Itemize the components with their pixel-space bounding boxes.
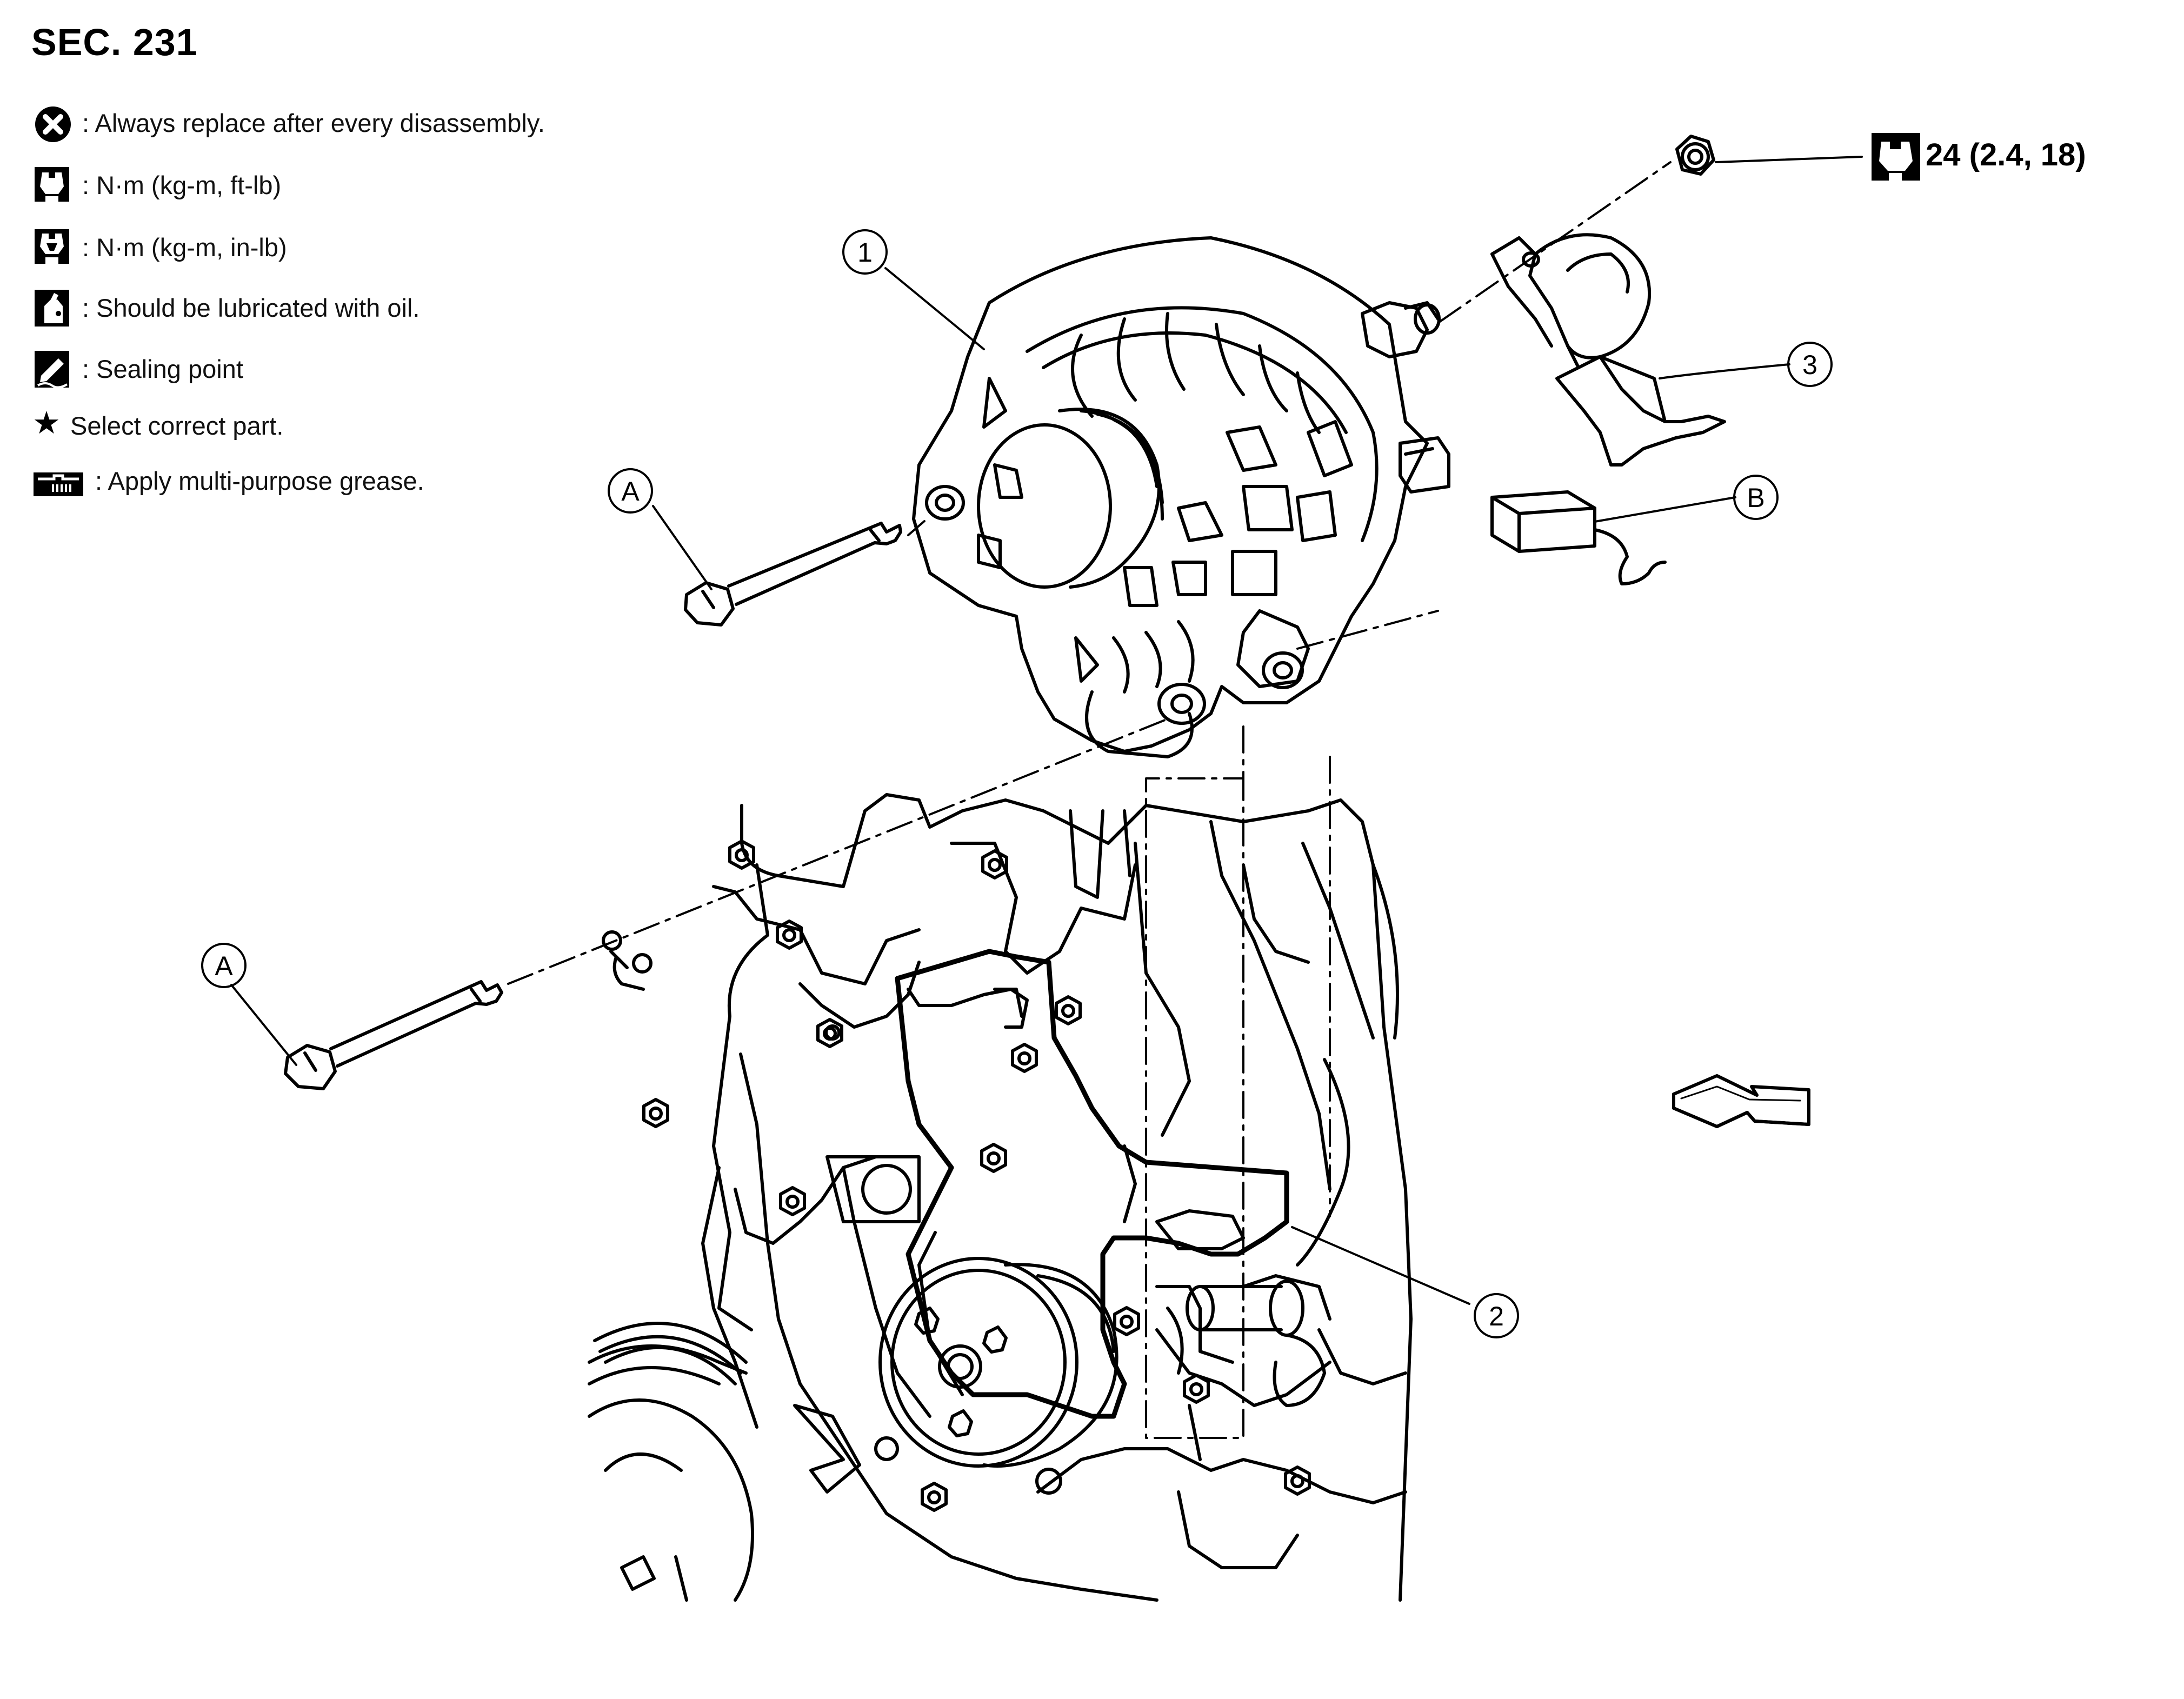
- assembly-centerlines: [507, 161, 1672, 1439]
- water-pump-pulley: [878, 1257, 1118, 1468]
- bolt: [1055, 995, 1082, 1025]
- alternator-connector: [1490, 490, 1667, 585]
- leader-lines: [230, 156, 1863, 1305]
- alternator: [912, 236, 1450, 758]
- section-title: SEC. 231: [31, 21, 198, 63]
- engine-bolts: [602, 839, 1326, 1512]
- alternator-bolt-lower: [284, 980, 503, 1090]
- legend-text: : N·m (kg-m, ft-lb): [82, 171, 282, 199]
- callout-1: 1: [857, 237, 873, 268]
- bolt: [921, 1482, 948, 1512]
- bolt: [1183, 1374, 1210, 1404]
- callout-labels: 1 2 3 A A B: [215, 237, 1817, 1331]
- engine-block: [588, 793, 1413, 1602]
- legend-text: : Should be lubricated with oil.: [82, 294, 420, 322]
- torque-spec: 24 (2.4, 18): [1926, 137, 2086, 172]
- legend-text: Select correct part.: [70, 411, 284, 440]
- bolt: [1284, 1465, 1311, 1496]
- bolt: [779, 1186, 806, 1216]
- bolt: [728, 839, 755, 870]
- bolt: [981, 849, 1008, 880]
- callout-a-upper: A: [621, 476, 640, 507]
- legend-text: : N·m (kg-m, in-lb): [82, 233, 287, 262]
- callout-b: B: [1747, 483, 1764, 513]
- torque-ft-lb-icon: [1872, 133, 1920, 181]
- alternator-bolt-upper: [684, 522, 902, 627]
- legend-text: : Apply multi-purpose grease.: [95, 467, 424, 495]
- callout-circles: [201, 229, 1833, 1338]
- b-terminal-harness: [1490, 233, 1726, 467]
- bolt: [1113, 1306, 1140, 1336]
- legend-text: : Always replace after every disassembly…: [82, 109, 545, 137]
- bolt: [980, 1143, 1007, 1173]
- bolt: [824, 1024, 841, 1041]
- always-replace-icon: [35, 106, 71, 142]
- legend-text: : Sealing point: [82, 355, 243, 383]
- sealing-point-icon: [35, 351, 69, 389]
- bolt: [642, 1098, 669, 1128]
- terminal-nut: [1675, 135, 1715, 176]
- bolt: [1011, 1043, 1038, 1073]
- grease-icon: [34, 472, 83, 496]
- oil-can-icon: [35, 290, 69, 327]
- star-icon: ★: [32, 405, 61, 441]
- front-direction-arrow: [1672, 1074, 1810, 1128]
- torque-ft-lb-icon: [35, 167, 69, 204]
- callout-2: 2: [1489, 1301, 1504, 1331]
- torque-in-lb-icon: [35, 229, 69, 265]
- callout-a-lower: A: [215, 951, 233, 981]
- bolt: [776, 920, 803, 950]
- callout-3: 3: [1802, 350, 1817, 380]
